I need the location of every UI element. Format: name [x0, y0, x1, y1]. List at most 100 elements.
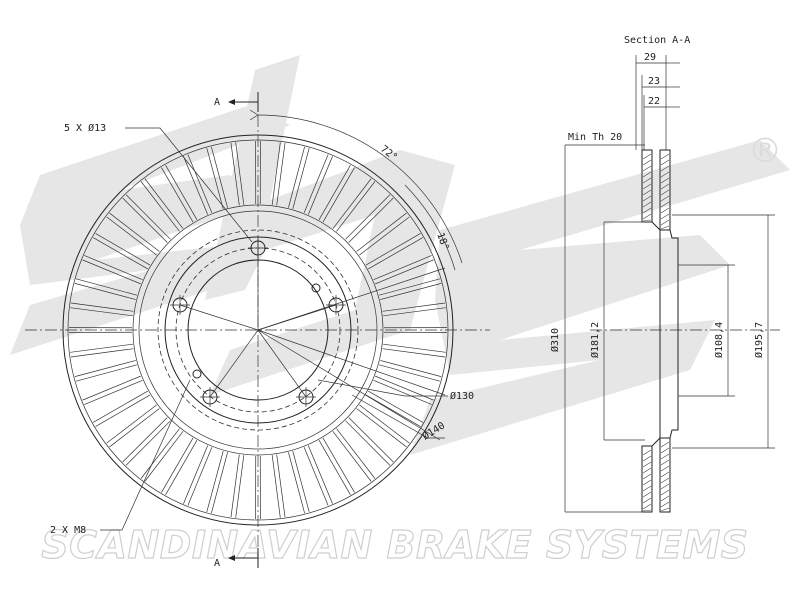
vane-line — [292, 451, 310, 513]
hatch-line — [642, 177, 652, 184]
vane-line — [336, 181, 376, 232]
dia-310-label: Ø310 — [549, 328, 561, 352]
vane-line — [235, 455, 245, 518]
vane-line — [235, 142, 245, 205]
hatch-line — [660, 165, 670, 172]
hatch-line — [642, 467, 652, 474]
vane-line — [125, 420, 171, 466]
hatch-line — [642, 195, 652, 202]
vane-line — [368, 237, 424, 270]
vane-line — [122, 417, 168, 463]
vane-line — [92, 390, 148, 423]
vane-line — [106, 216, 157, 256]
section-cut-marker-bottom: A — [214, 548, 259, 569]
bolt-holes-label: 5 X Ø13 — [64, 122, 106, 134]
vane-line — [375, 259, 434, 285]
width-23-label: 23 — [648, 76, 660, 87]
width-22-label: 22 — [648, 96, 660, 107]
hatch-line — [660, 507, 670, 512]
vane-line — [144, 431, 184, 482]
vane-line — [84, 379, 143, 405]
hatch-line — [660, 195, 670, 202]
hatch-line — [660, 219, 670, 226]
vane-line — [74, 283, 136, 300]
vane-line — [95, 394, 151, 427]
threaded-hole — [192, 369, 202, 379]
vane-line — [345, 420, 391, 466]
threaded-holes-label: 2 X M8 — [50, 525, 86, 536]
hatch-line — [642, 461, 652, 468]
vane-line — [109, 408, 160, 448]
vane-line — [303, 154, 329, 213]
vane-line — [382, 348, 446, 358]
hatch-line — [642, 509, 652, 512]
hatch-line — [642, 207, 652, 214]
hatch-line — [660, 441, 670, 448]
min-thickness-label: Min Th 20 — [568, 132, 622, 143]
vane-line — [336, 428, 376, 479]
cooling-vanes — [69, 141, 447, 519]
vane-line — [106, 404, 157, 444]
vane-line — [288, 146, 305, 208]
bolt-holes — [170, 238, 346, 407]
hatch-line — [642, 189, 652, 196]
hatch-line — [660, 453, 670, 460]
hatch-line — [660, 213, 670, 220]
vane-line — [84, 255, 143, 281]
vane-line — [365, 233, 421, 266]
vane-line — [373, 255, 432, 281]
vane-line — [292, 147, 310, 209]
vane-line — [211, 452, 228, 514]
hatch-line — [642, 201, 652, 208]
hatch-line — [642, 449, 652, 456]
hatch-line — [642, 219, 652, 222]
vane-line — [318, 440, 351, 496]
vane-line — [288, 452, 305, 514]
vane-line — [140, 428, 180, 479]
vane-line — [125, 194, 171, 240]
vane-line — [82, 259, 141, 285]
vane-line — [165, 164, 198, 220]
vane-line — [75, 364, 137, 382]
vane-line — [70, 343, 133, 353]
vane-line — [383, 307, 446, 317]
vane-line — [348, 197, 394, 243]
vane-line — [70, 307, 133, 317]
hatch-line — [660, 495, 670, 502]
hatch-line — [660, 483, 670, 490]
hatch-line — [660, 501, 670, 508]
disc-outer-edge — [62, 134, 454, 526]
vane-line — [161, 167, 194, 223]
vane-line — [187, 154, 213, 213]
hatch-line — [642, 497, 652, 504]
vane-line — [211, 146, 228, 208]
threaded-holes — [192, 283, 321, 379]
vane-line — [161, 437, 194, 493]
section-title: Section A-A — [624, 35, 690, 46]
threaded-hole — [311, 283, 321, 293]
section-label-bottom: A — [214, 558, 220, 569]
hatch-line — [660, 489, 670, 496]
pcd-130-label: Ø130 — [450, 390, 474, 402]
hatch-line — [660, 207, 670, 214]
vane-line — [82, 375, 141, 401]
vane-line — [356, 212, 407, 252]
vane-line — [140, 181, 180, 232]
vane-line — [345, 194, 391, 240]
vane-line — [95, 233, 151, 266]
vane-line — [307, 156, 333, 215]
vane-line — [303, 447, 329, 506]
hatch-line — [660, 177, 670, 184]
vane-line — [356, 408, 407, 448]
hatch-line — [660, 159, 670, 166]
tagline-text: SCANDINAVIAN BRAKE SYSTEMS — [41, 523, 748, 567]
hatch-line — [660, 225, 670, 230]
vane-line — [348, 417, 394, 463]
vane-line — [271, 142, 281, 205]
vane-line — [322, 167, 355, 223]
hatch-line — [660, 171, 670, 178]
hatch-line — [660, 201, 670, 208]
section-cut-marker-top: A — [214, 92, 259, 112]
hatch-line — [642, 485, 652, 492]
